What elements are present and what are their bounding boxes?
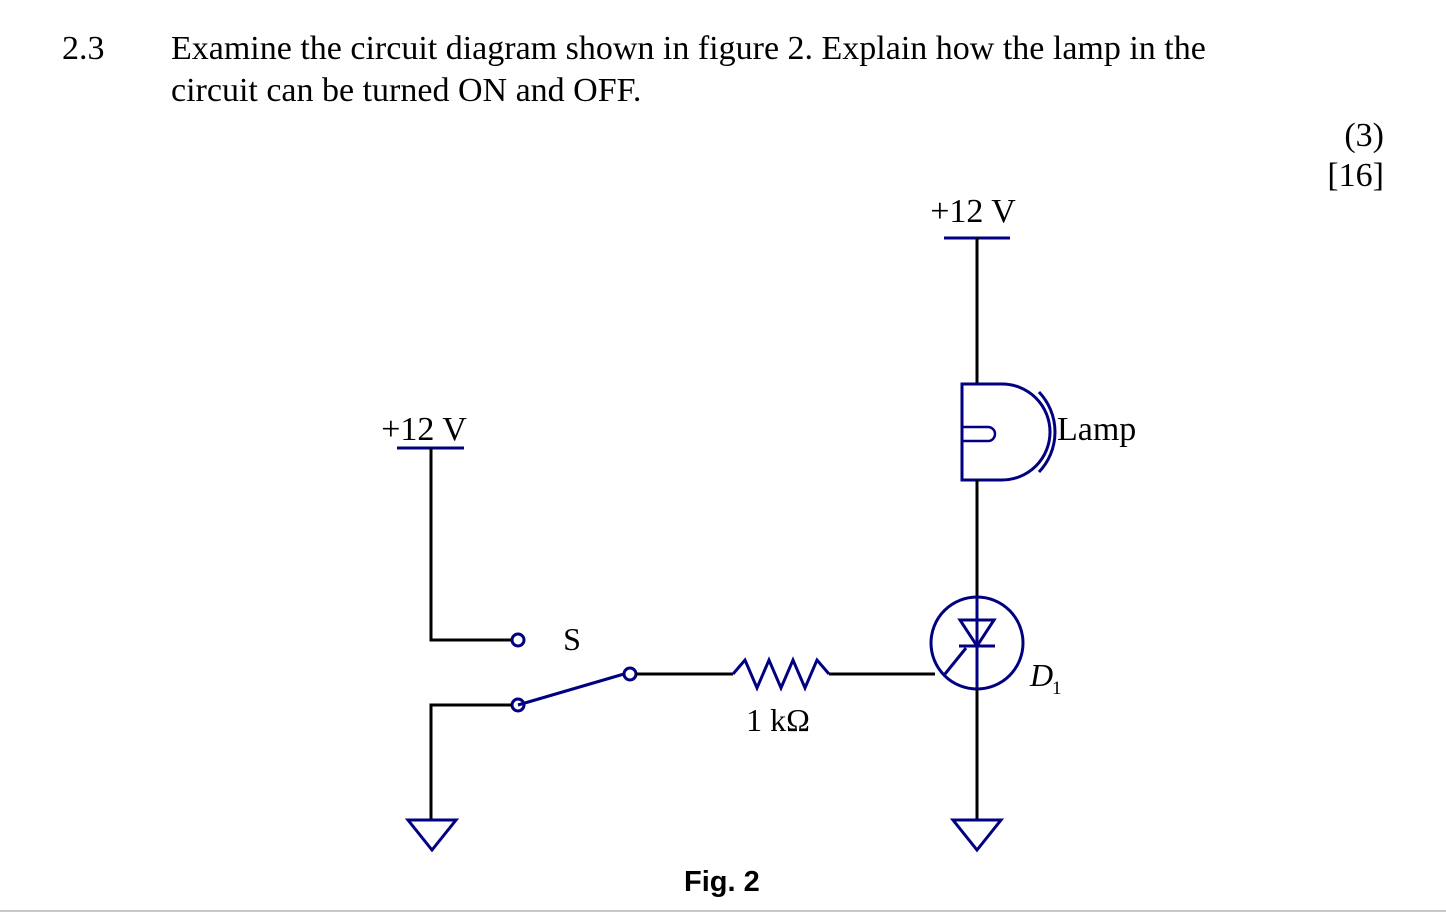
section-total-marks: [16] [1327, 157, 1384, 194]
switch-common-terminal [622, 666, 638, 682]
switch-contact-top [510, 632, 526, 648]
question-number: 2.3 [62, 30, 105, 67]
right-supply-label: +12 V [930, 193, 1016, 230]
switch-blade [517, 672, 625, 707]
left-supply-label: +12 V [381, 411, 467, 448]
lamp-icon [960, 382, 1057, 482]
resistor-label: 1 kΩ [746, 702, 810, 738]
resistor-icon [731, 656, 831, 692]
device-label: D [1029, 657, 1053, 693]
question-text-line-2: circuit can be turned ON and OFF. [171, 72, 642, 109]
question-text-line-1: Examine the circuit diagram shown in fig… [171, 30, 1206, 67]
left-ground-wire [429, 703, 512, 820]
figure-caption: Fig. 2 [684, 866, 760, 898]
marks-block: (3) [16] [1327, 116, 1384, 196]
question-marks: (3) [1344, 117, 1384, 154]
switch-label: S [563, 621, 581, 657]
lamp-label: Lamp [1057, 411, 1136, 448]
left-supply-wire [429, 448, 512, 642]
thyristor-icon [929, 595, 1025, 691]
device-subscript: 1 [1052, 678, 1062, 699]
left-ground-icon [404, 818, 460, 853]
page-bottom-divider [0, 910, 1446, 912]
right-ground-icon [949, 818, 1005, 853]
